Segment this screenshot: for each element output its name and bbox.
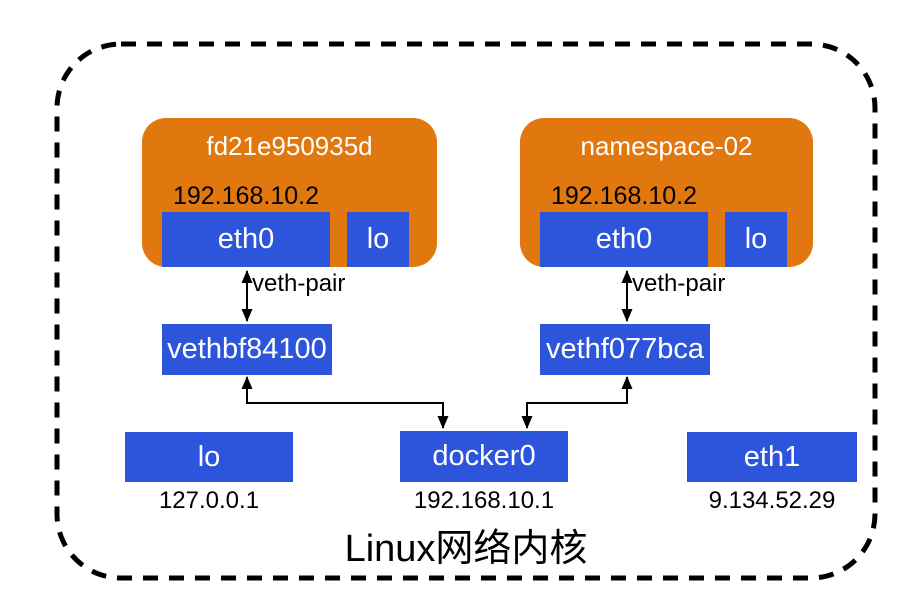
veth-to-docker0-arrow-left: [241, 376, 449, 429]
container-ip: 192.168.10.2: [173, 182, 319, 210]
ip-label-lo: 127.0.0.1: [158, 487, 260, 514]
interface-lo-host: lo: [125, 432, 293, 482]
linux-kernel-title: Linux网络内核: [344, 528, 588, 570]
interface-lo: lo: [725, 212, 787, 267]
container-name: namespace-02: [580, 131, 753, 161]
ip-label-docker0: 192.168.10.1: [413, 487, 555, 514]
ip-label-eth1: 9.134.52.29: [708, 487, 836, 514]
interface-vethf077bca: vethf077bca: [540, 324, 710, 375]
container-ip: 192.168.10.2: [551, 182, 697, 210]
interface-vethbf84100: vethbf84100: [162, 324, 332, 375]
container-name: fd21e950935d: [206, 131, 373, 161]
interface-lo: lo: [347, 212, 409, 267]
interface-eth0: eth0: [162, 212, 330, 267]
veth-pair-label-left: veth-pair: [252, 270, 346, 297]
veth-to-docker0-arrow-right: [521, 376, 633, 429]
container-namespace-1: fd21e950935d 192.168.10.2 eth0 lo: [142, 118, 437, 267]
interface-eth0: eth0: [540, 212, 708, 267]
interface-eth1: eth1: [687, 432, 857, 482]
container-namespace-2: namespace-02 192.168.10.2 eth0 lo: [520, 118, 813, 267]
interface-docker0: docker0: [400, 431, 568, 482]
veth-pair-label-right: veth-pair: [632, 270, 726, 297]
